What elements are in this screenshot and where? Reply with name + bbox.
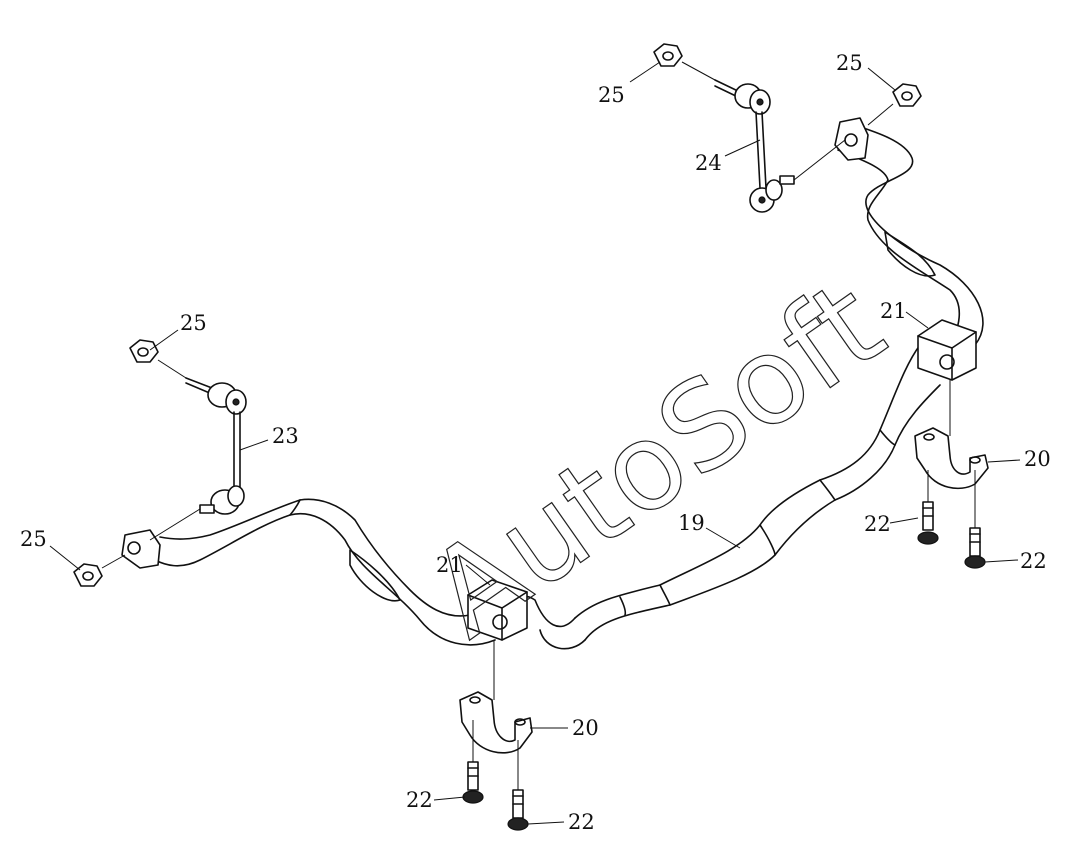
bushing-right xyxy=(917,319,977,381)
callout-22-center-right: 22 xyxy=(568,810,595,834)
stabilizer-link-right xyxy=(714,79,846,213)
bracket-right xyxy=(914,427,989,490)
callout-19: 19 xyxy=(678,511,705,535)
callout-20-right: 20 xyxy=(1024,447,1051,471)
bolt-right-right xyxy=(964,527,986,569)
callout-22-center-left: 22 xyxy=(406,788,433,812)
callout-21-center: 21 xyxy=(436,553,463,577)
callout-25-top-left-link: 25 xyxy=(598,83,625,107)
callout-22-right-right: 22 xyxy=(1020,549,1047,573)
callout-24: 24 xyxy=(695,151,722,175)
callout-25-left-link: 25 xyxy=(180,311,207,335)
nut-top-left-link xyxy=(129,339,187,379)
callout-22-right-left: 22 xyxy=(864,512,891,536)
callout-25-right-eye: 25 xyxy=(836,51,863,75)
nut-right-eye xyxy=(867,83,922,126)
callout-21-right: 21 xyxy=(880,299,907,323)
bolt-right-left xyxy=(917,501,939,545)
callout-20-center: 20 xyxy=(572,716,599,740)
bolt-center-right xyxy=(507,789,529,831)
nut-top-right-link xyxy=(653,43,716,81)
bolt-center-left xyxy=(462,761,484,804)
stabilizer-bar xyxy=(121,117,984,650)
callout-25-left-eye: 25 xyxy=(20,527,47,551)
callout-23: 23 xyxy=(272,424,299,448)
watermark-text: AutoSoft xyxy=(406,255,908,664)
nut-left-eye xyxy=(73,554,126,587)
bushing-center xyxy=(467,579,528,641)
stabilizer-link-left xyxy=(149,377,247,541)
bracket-center xyxy=(459,691,533,754)
